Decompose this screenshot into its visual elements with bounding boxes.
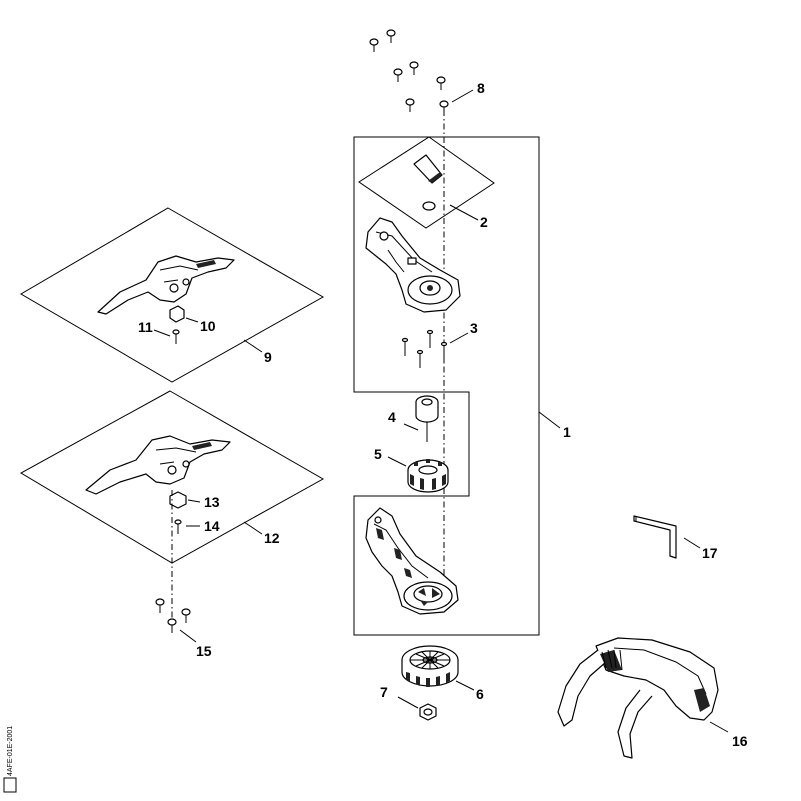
label-5: 5 [374,446,382,462]
label-13: 13 [204,494,220,510]
label-4: 4 [388,409,396,425]
label-14: 14 [204,518,220,534]
hex-key-17[interactable] [633,515,677,559]
label-10: 10 [200,318,216,334]
label-2: 2 [480,214,488,230]
handle-kit-sheet-12 [19,390,325,564]
spider-coupling-5[interactable] [407,459,449,493]
label-8: 8 [477,80,485,96]
seal-kit-sheet-2 [358,136,495,229]
screws-group-8[interactable] [369,29,449,114]
label-12: 12 [264,530,280,546]
label-15: 15 [196,643,212,659]
label-11: 11 [138,319,153,335]
drawing-code-box [3,777,17,793]
label-9: 9 [264,349,272,365]
screws-group-15[interactable] [155,598,191,633]
gear-shaft-4[interactable] [415,395,439,442]
label-1: 1 [563,424,571,440]
fan-wheel-6[interactable] [401,645,459,687]
lower-housing-half [365,507,459,615]
label-6: 6 [476,686,484,702]
assembly-frame [353,136,540,636]
label-16: 16 [732,733,748,749]
pins-group-3[interactable] [401,329,448,369]
label-17: 17 [702,545,718,561]
label-7: 7 [380,684,388,700]
label-3: 3 [470,320,478,336]
safety-glasses-16[interactable] [557,637,719,759]
handle-kit-sheet-9 [20,207,325,383]
upper-housing-half [365,217,461,313]
nut-7[interactable] [419,703,437,721]
drawing-code: 4AFE-01E-2001 [7,726,14,776]
